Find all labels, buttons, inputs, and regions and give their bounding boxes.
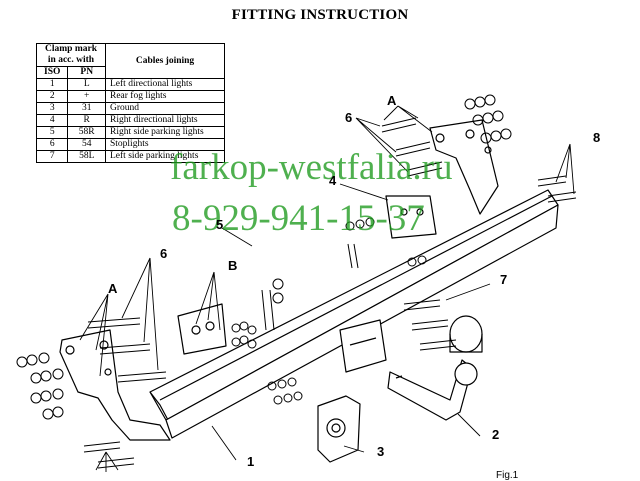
nuts-washers xyxy=(16,94,512,420)
left-bracket xyxy=(59,329,171,441)
tow-receiver xyxy=(339,319,387,373)
label-3: 3 xyxy=(377,444,385,459)
right-bracket xyxy=(429,119,499,215)
bolts-middle xyxy=(261,243,457,351)
label-7: 7 xyxy=(500,272,508,287)
watermark-site: farkop-westfalia.ru xyxy=(170,147,453,188)
label-6-top: 6 xyxy=(345,110,353,125)
bolts-top xyxy=(381,117,577,203)
label-5: 5 xyxy=(216,217,224,232)
label-a-left: A xyxy=(108,281,118,296)
clamp-b xyxy=(177,303,227,355)
page-title: FITTING INSTRUCTION xyxy=(231,7,409,23)
ball-neck xyxy=(387,315,483,421)
crossbar xyxy=(149,189,559,439)
label-6-left: 6 xyxy=(160,246,168,261)
label-b: B xyxy=(228,258,238,273)
clamp-mark-header: Clamp mark in acc. with xyxy=(36,43,106,67)
figure-caption: Fig.1 xyxy=(496,470,519,481)
label-2: 2 xyxy=(492,427,500,442)
cable-legend-table: Clamp mark in acc. with Cables joining I… xyxy=(35,43,225,163)
cables-joining-header: Cables joining xyxy=(105,43,225,79)
iso-cell: 7 xyxy=(35,150,69,163)
label-8: 8 xyxy=(593,130,601,145)
label-a-top: A xyxy=(387,93,397,108)
desc-cell: Left side parking lights xyxy=(105,150,225,163)
center-bracket xyxy=(385,195,437,239)
leader-lines xyxy=(79,105,575,472)
bolts-left xyxy=(83,317,167,469)
label-4: 4 xyxy=(329,173,337,188)
socket-plate xyxy=(317,395,361,463)
watermark-phone: 8-929-941-15-37 xyxy=(172,198,425,239)
label-1: 1 xyxy=(247,454,255,469)
